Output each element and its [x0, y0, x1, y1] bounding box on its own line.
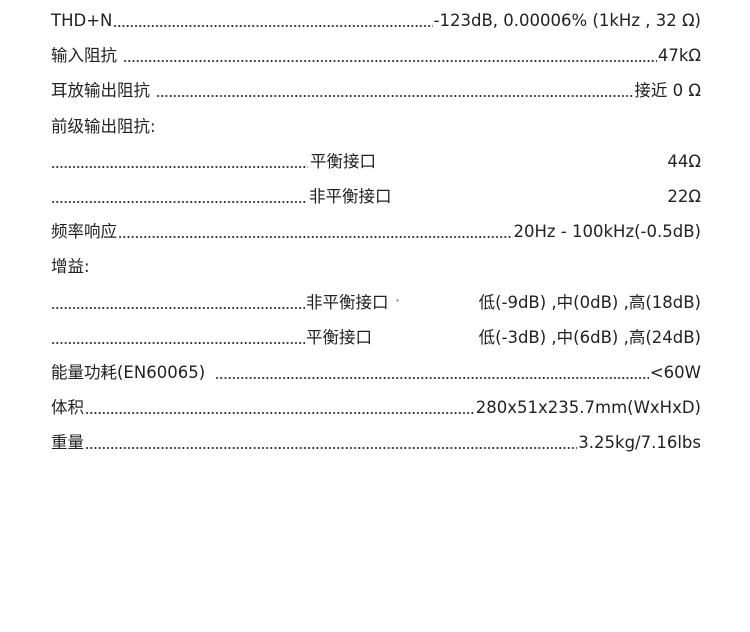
spec-value: 47kΩ — [657, 46, 701, 66]
spec-sublabel: 非平衡接口 — [309, 186, 392, 206]
spec-row-dimensions: 体积 280x51x235.7mm(WxHxD) — [51, 390, 701, 426]
leader-dots — [118, 214, 513, 250]
spec-sublabel: 非平衡接口 — [306, 292, 389, 312]
spec-row-preamp-balanced: 平衡接口 44Ω — [51, 143, 701, 179]
spec-list: THD+N -123dB, 0.00006% (1kHz , 32 Ω) 输入阻… — [51, 3, 702, 461]
spec-row-thd: THD+N -123dB, 0.00006% (1kHz , 32 Ω) — [51, 3, 701, 39]
spec-value: <60W — [649, 362, 701, 382]
decorative-dot — [396, 298, 399, 302]
spec-label: THD+N — [51, 11, 113, 30]
spec-value: 22Ω — [667, 186, 701, 206]
spec-row-gain-balanced: 平衡接口 低(-3dB) ,中(6dB) ,高(24dB) — [51, 319, 701, 355]
spec-value: 20Hz - 100kHz(-0.5dB) — [513, 222, 702, 242]
spec-sublabel: 平衡接口 — [306, 327, 372, 347]
spec-value: 低(-3dB) ,中(6dB) ,高(24dB) — [478, 327, 701, 347]
spec-label: 输入阻抗 — [51, 46, 117, 66]
spec-value: 低(-9dB) ,中(0dB) ,高(18dB) — [478, 292, 701, 312]
spec-label: 频率响应 — [51, 222, 117, 242]
spec-row-headphone-impedance: 耳放输出阻抗 接近 0 Ω — [51, 73, 701, 109]
spec-heading-preamp: 前级输出阻抗: — [51, 116, 156, 136]
spec-value: 3.25kg/7.16lbs — [578, 433, 701, 453]
spec-row-gain-unbalanced: 非平衡接口 低(-9dB) ,中(0dB) ,高(18dB) — [51, 284, 701, 320]
leader-dots — [51, 143, 308, 179]
leader-dots — [123, 38, 657, 74]
spec-label: 耳放输出阻抗 — [51, 81, 150, 101]
spec-label: 能量功耗(EN60065) — [51, 362, 206, 382]
leader-dots — [156, 73, 634, 109]
leader-dots — [215, 354, 649, 391]
spec-heading-gain: 增益: — [51, 257, 90, 277]
leader-dots — [85, 390, 475, 426]
leader-dots — [113, 3, 433, 39]
leader-dots — [85, 425, 578, 461]
spec-value: 280x51x235.7mm(WxHxD) — [475, 398, 701, 418]
spec-sublabel: 平衡接口 — [310, 151, 376, 171]
spec-row-input-impedance: 输入阻抗 47kΩ — [51, 38, 701, 74]
spec-value: 44Ω — [667, 151, 701, 171]
spec-row-preamp-unbalanced: 非平衡接口 22Ω — [51, 178, 701, 215]
leader-dots — [51, 319, 305, 355]
leader-dots — [51, 284, 305, 320]
spec-row-weight: 重量 3.25kg/7.16lbs — [51, 425, 701, 461]
spec-row-frequency-response: 频率响应 20Hz - 100kHz(-0.5dB) — [51, 214, 702, 250]
spec-label: 体积 — [51, 398, 84, 418]
spec-row-power-consumption: 能量功耗(EN60065) <60W — [51, 354, 701, 391]
spec-value: 接近 0 Ω — [634, 81, 701, 101]
spec-value: -123dB, 0.00006% (1kHz , 32 Ω) — [433, 11, 701, 30]
leader-dots — [51, 178, 307, 215]
spec-label: 重量 — [51, 433, 84, 453]
